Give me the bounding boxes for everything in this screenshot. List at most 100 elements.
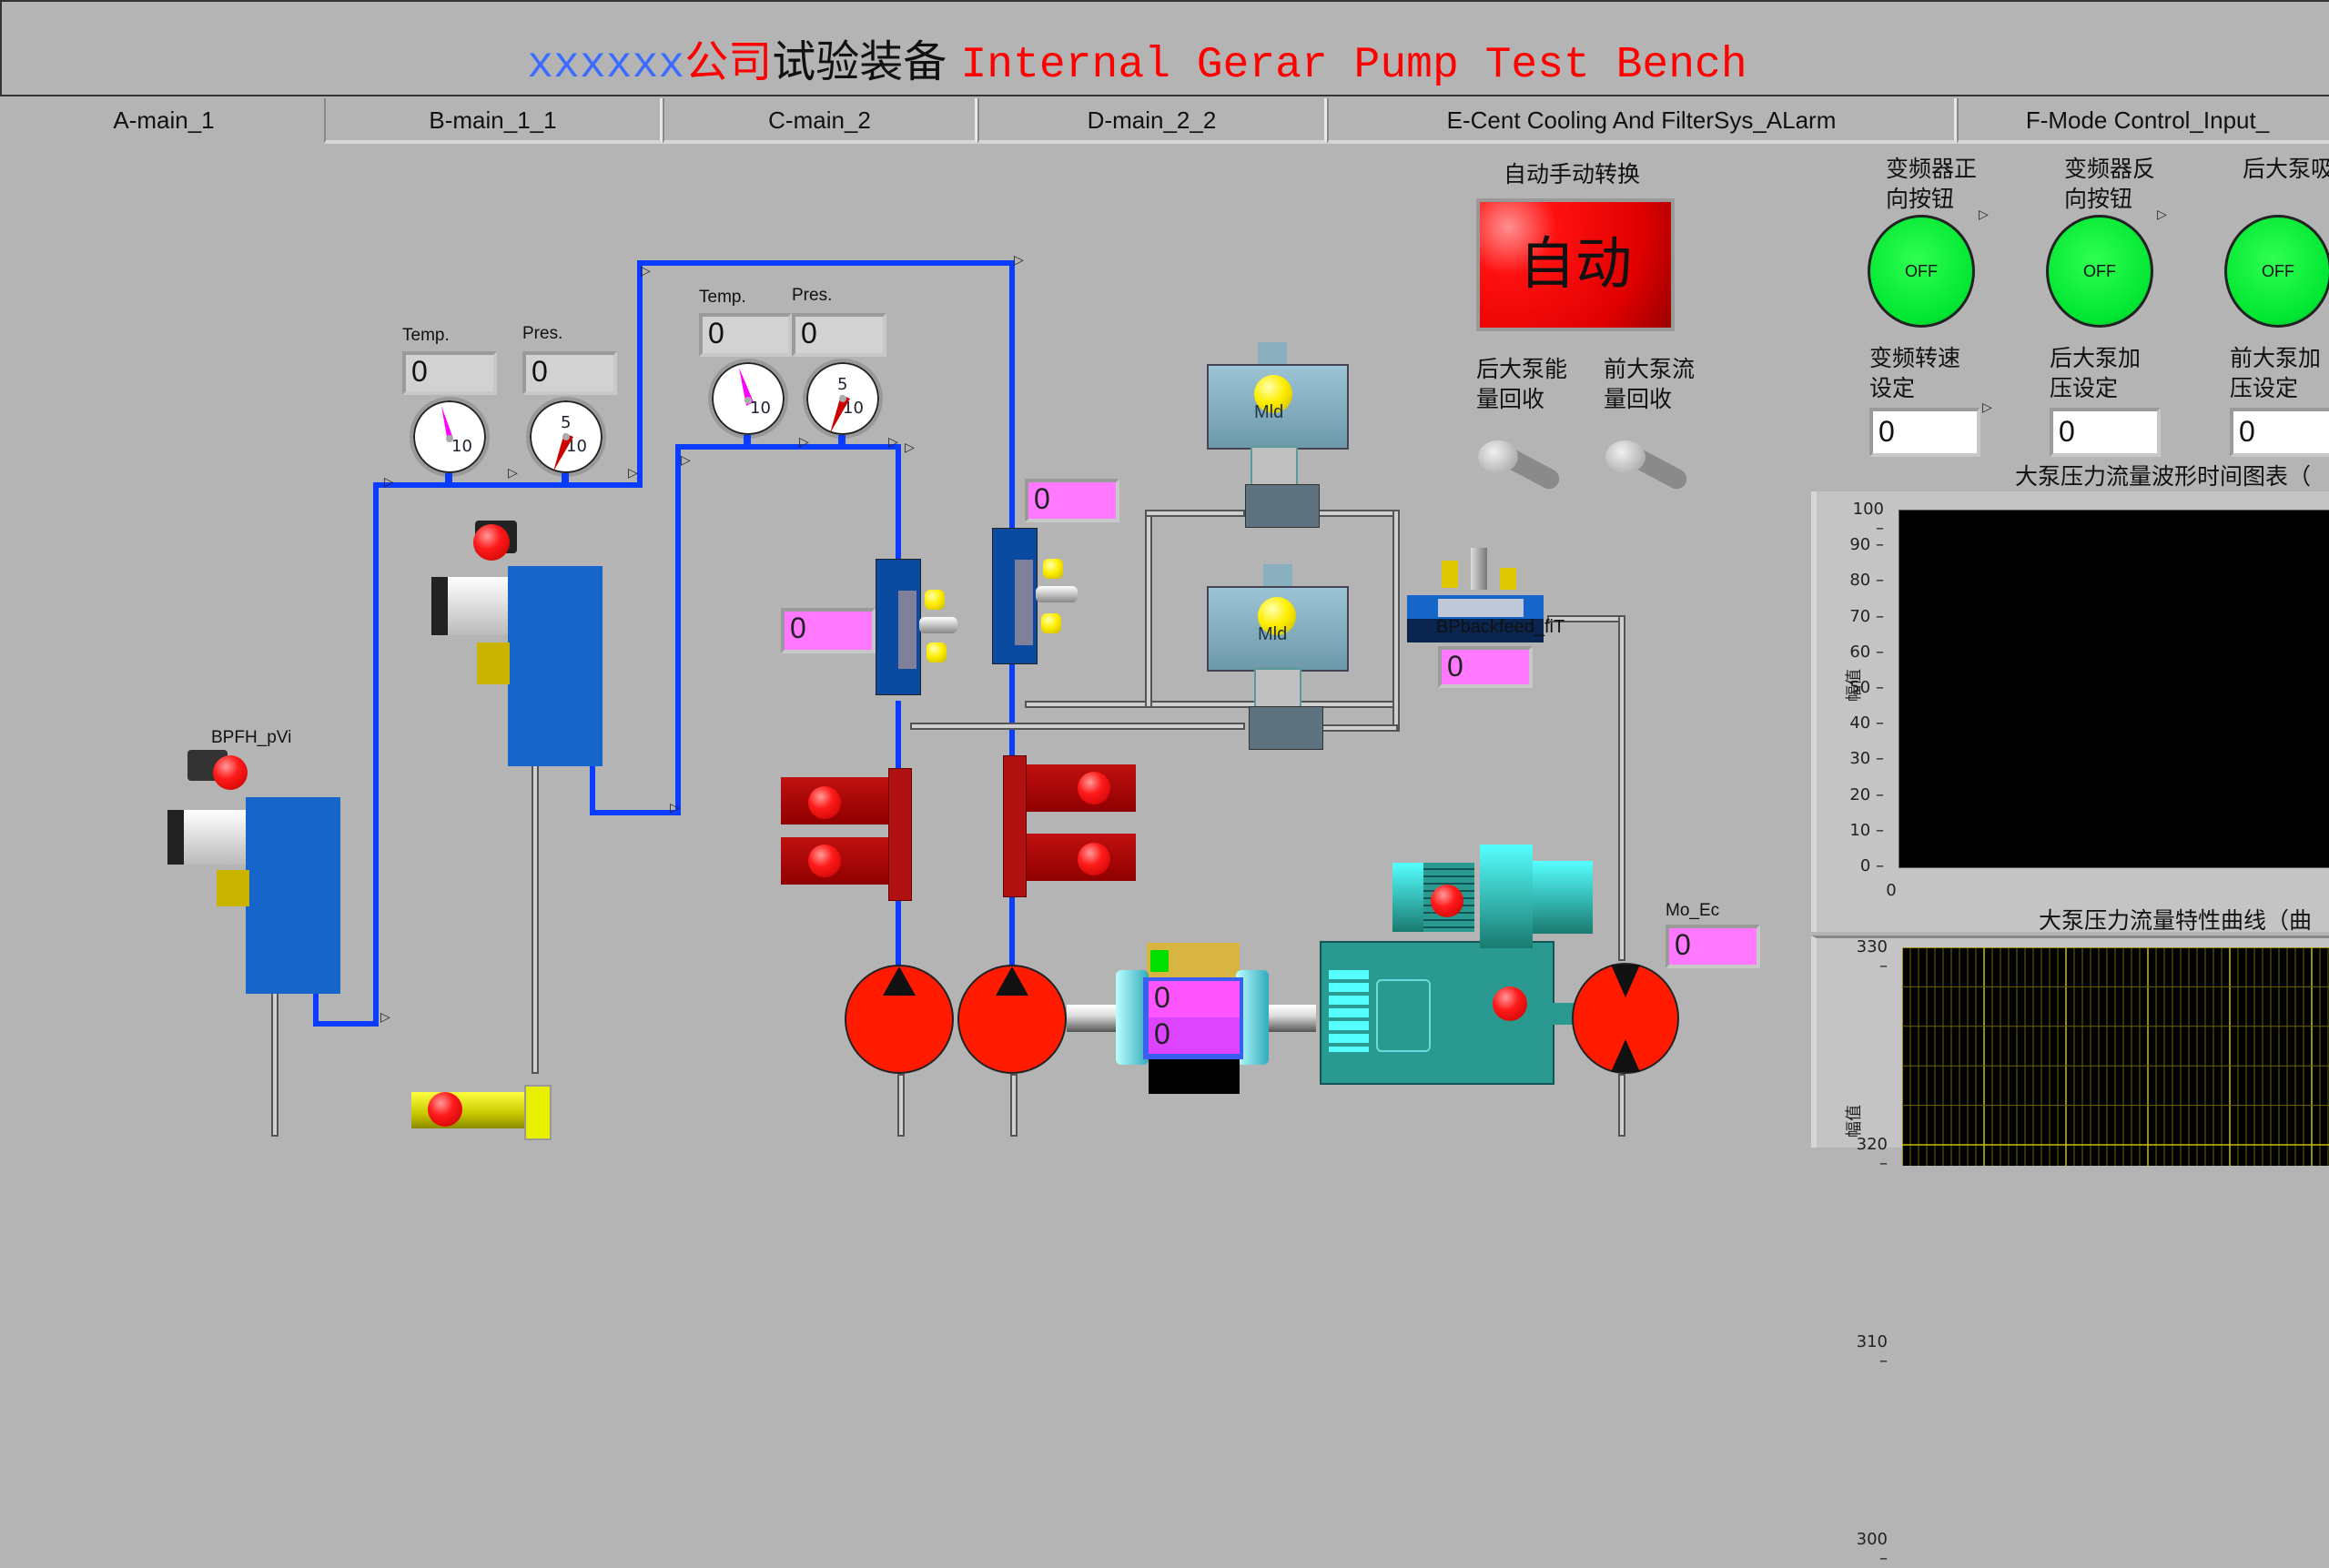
waveform-ytick: 10 – xyxy=(1849,820,1884,840)
temp-label-1: Temp. xyxy=(402,326,450,345)
bpfh-valve-body xyxy=(246,797,340,994)
title-subtitle-cn: 试验装备 xyxy=(772,36,947,87)
sensor-body-icon xyxy=(1036,586,1078,602)
auto-manual-label: 自动手动转换 xyxy=(1504,162,1641,187)
pipe-top xyxy=(637,260,1012,266)
rear-pump-pressure-label: 后大泵加压设定 xyxy=(2050,346,2142,401)
front-pump-flow-toggle[interactable] xyxy=(1602,440,1702,495)
sensor-body-icon xyxy=(919,617,957,633)
suction-pipe-2 xyxy=(1010,1074,1018,1137)
terminal-marker-icon: ▷ xyxy=(799,435,809,450)
sensor-cap-icon xyxy=(1041,613,1061,633)
gauge-stem-1a xyxy=(445,473,452,484)
sensor-cap-icon xyxy=(927,642,947,663)
vfd-reverse-label: 变频器反向按钮 xyxy=(2064,157,2156,212)
bpfh-valve xyxy=(167,746,359,994)
waveform-ytick: 20 – xyxy=(1849,784,1884,804)
waveform-ytick: 80 – xyxy=(1849,571,1884,591)
actuator-valve-lower: Mld xyxy=(1203,564,1349,755)
torque-meter-head xyxy=(1147,943,1240,977)
valve-body xyxy=(1249,706,1323,750)
temp-gauge-scale-2: 10 xyxy=(750,399,771,418)
pipe-left-vertical xyxy=(373,482,379,1025)
characteristic-chart: 幅值 330 –320 –310 –300 – xyxy=(1811,936,2329,1568)
vfd-speed-label: 变频转速设定 xyxy=(1869,346,1961,401)
red-filter-left xyxy=(772,764,914,901)
terminal-marker-icon: ▷ xyxy=(641,264,651,278)
waveform-chart: 幅值 100 –90 –80 –70 –60 –50 –40 –30 –20 –… xyxy=(1811,491,2329,932)
yellow-filter-status-light xyxy=(428,1092,462,1127)
rear-pump-pressure-input[interactable]: 0 xyxy=(2050,408,2161,457)
red-filter-left-status-bottom xyxy=(808,845,841,877)
flow-meter-right-sensors xyxy=(1036,559,1078,635)
pres-indicator-2: 0 xyxy=(792,313,886,357)
pres-label-2: Pres. xyxy=(792,286,833,305)
waveform-ytick: 90 – xyxy=(1849,535,1884,555)
gauge-stem-2b xyxy=(838,435,846,446)
characteristic-plot-area[interactable] xyxy=(1902,947,2329,1166)
main-motor xyxy=(1320,941,1554,1085)
tab-c-main-2[interactable]: C-main_2 xyxy=(663,98,977,144)
red-filter-right-status-top xyxy=(1078,772,1110,804)
actuator-cap xyxy=(1263,564,1292,588)
rear-pump-suction-button[interactable]: OFF xyxy=(2224,215,2329,328)
waveform-plot-area[interactable] xyxy=(1899,510,2329,868)
sensor-body-icon xyxy=(1471,548,1487,590)
filter-head xyxy=(1003,755,1027,897)
vfd-forward-button[interactable]: OFF xyxy=(1868,215,1975,328)
temp-indicator-2: 0 xyxy=(699,313,792,357)
pres-indicator-1: 0 xyxy=(522,351,617,395)
pipe-gauge-manifold-1 xyxy=(373,482,643,488)
actuator-stem xyxy=(1251,446,1298,488)
tab-e-cooling-filter-alarm[interactable]: E-Cent Cooling And FilterSys_ALarm xyxy=(1327,98,1957,144)
terminal-marker-icon: ▷ xyxy=(508,466,518,481)
temp-indicator-1: 0 xyxy=(402,351,497,395)
waveform-chart-title: 大泵压力流量波形时间图表（ xyxy=(2015,463,2312,490)
vfd-reverse-button[interactable]: OFF xyxy=(2046,215,2153,328)
waveform-ytick: 60 – xyxy=(1849,642,1884,662)
pres-gauge-scale-top-1: 5 xyxy=(561,413,572,432)
pipe-filter-left-in xyxy=(896,444,901,562)
flow-meter-right-value: 0 xyxy=(1025,479,1119,522)
proportional-valve-upper xyxy=(431,521,608,766)
vfd-speed-input[interactable]: 0 xyxy=(1869,408,1980,457)
shaft-left xyxy=(1067,1005,1118,1032)
toggle-lever-icon xyxy=(1478,440,1518,473)
motor-shaft xyxy=(1551,1003,1575,1025)
valve-adjuster xyxy=(477,642,510,684)
rear-pump-suction-label: 后大泵吸油阀开 xyxy=(2243,157,2329,182)
actuator-stem xyxy=(1254,668,1301,710)
rear-pump-energy-toggle[interactable] xyxy=(1474,440,1575,495)
toggle-lever-icon xyxy=(1605,440,1645,473)
temp-gauge-needle-2 xyxy=(739,368,754,406)
pipe-left-bottom-stub xyxy=(313,992,319,1027)
torque-meter: 0 0 xyxy=(1116,943,1269,1094)
tab-f-mode-control-input[interactable]: F-Mode Control_Input_ xyxy=(1957,98,2329,144)
auxiliary-motor xyxy=(1392,845,1602,948)
auto-manual-button[interactable]: 自动 xyxy=(1476,198,1675,331)
pump-motor-side xyxy=(1572,963,1679,1074)
front-pump-pressure-input[interactable]: 0 xyxy=(2230,408,2329,457)
terminal-marker-icon: ▷ xyxy=(628,466,638,481)
characteristic-ytick: 310 – xyxy=(1856,1332,1888,1371)
return-pipe-4 xyxy=(910,723,1245,730)
torque-value-top: 0 xyxy=(1149,981,1240,1017)
flow-meter-right xyxy=(992,528,1038,664)
waveform-ytick: 70 – xyxy=(1849,606,1884,626)
pipe-middle-bottom xyxy=(590,810,681,815)
tab-d-main-2-2[interactable]: D-main_2_2 xyxy=(977,98,1327,144)
tab-b-main-1-1[interactable]: B-main_1_1 xyxy=(324,98,663,144)
pres-label-1: Pres. xyxy=(522,324,563,343)
suction-pipe-1 xyxy=(897,1074,905,1137)
temp-gauge-1: 10 xyxy=(410,397,490,477)
waveform-ytick: 0 – xyxy=(1859,856,1884,875)
shaft-right xyxy=(1269,1005,1316,1032)
terminal-marker-icon: ▷ xyxy=(380,1010,390,1025)
mo-ec-value: 0 xyxy=(1666,925,1760,968)
waveform-ytick: 40 – xyxy=(1849,713,1884,733)
actuator-status-light-lower xyxy=(1258,597,1296,635)
actuator-label-upper: Mld xyxy=(1254,402,1284,422)
tab-a-main-1[interactable]: A-main_1 xyxy=(4,98,324,149)
pump-left xyxy=(845,965,954,1074)
pipe-left-bottom xyxy=(313,1021,379,1027)
